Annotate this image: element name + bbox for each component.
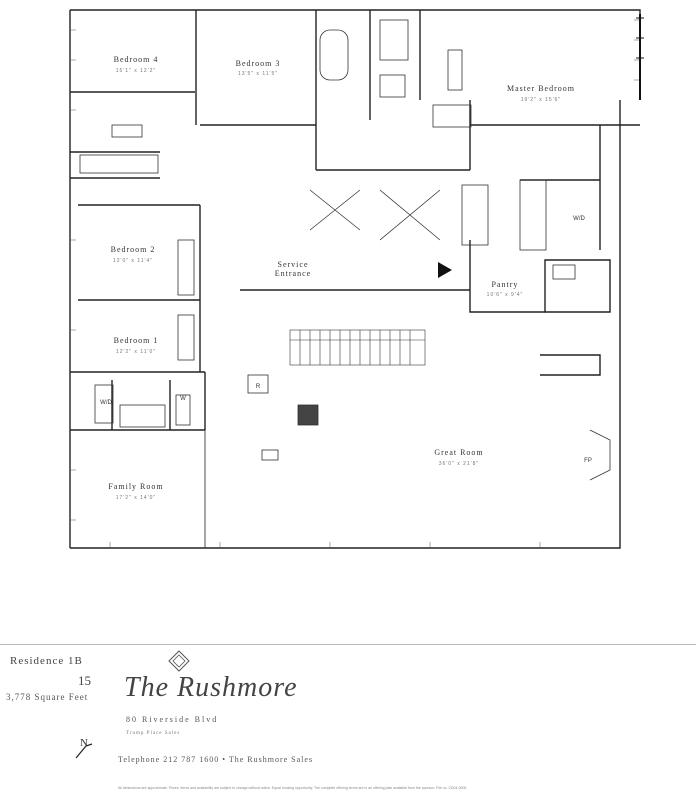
pantry-dims: 10'6" x 9'4": [487, 292, 524, 298]
brand-logo-icon: [168, 650, 190, 672]
great-room-dims: 36'0" x 21'8": [439, 461, 479, 467]
fireplace-label: FP: [584, 458, 592, 464]
footer-divider: [0, 644, 696, 645]
wd2-label: W/D: [100, 400, 112, 406]
telephone-line: Telephone 212 787 1600 • The Rushmore Sa…: [118, 755, 314, 764]
bedroom2-dims: 12'0" x 11'4": [113, 258, 153, 264]
north-label: N: [80, 737, 88, 749]
brand-name: The Rushmore: [124, 672, 298, 703]
service-label-2: Entrance: [275, 269, 311, 278]
north-arrow-icon: [75, 743, 93, 759]
great-room-label: Great Room: [434, 448, 483, 457]
entrance-marker: [438, 262, 452, 278]
master-label: Master Bedroom: [507, 84, 575, 93]
square-feet: 3,778 Square Feet: [6, 692, 89, 702]
service-label-1: Service: [278, 260, 309, 269]
scale-bar: [636, 14, 644, 100]
bedroom1-label: Bedroom 1: [114, 336, 159, 345]
unit-label: Residence 1B: [10, 655, 83, 667]
master-dims: 19'2" x 15'6": [521, 97, 561, 103]
refrigerator-label: R: [256, 384, 261, 390]
brand-address: 80 Riverside Blvd: [126, 715, 219, 724]
family-room-dims: 17'2" x 14'0": [116, 495, 156, 501]
bedroom4-label: Bedroom 4: [114, 55, 159, 64]
bedroom4-dims: 15'1" x 12'2": [116, 68, 156, 74]
family-room-label: Family Room: [108, 482, 163, 491]
legal-disclaimer: All dimensions are approximate. Prices, …: [118, 786, 468, 790]
brand-subline: Trump Place Sales: [126, 731, 181, 736]
bedroom2-label: Bedroom 2: [111, 245, 156, 254]
bedroom1-dims: 12'2" x 11'0": [116, 349, 156, 355]
wd-side-label: W: [180, 396, 186, 402]
bedroom3-label: Bedroom 3: [236, 59, 281, 68]
pantry-label: Pantry: [492, 280, 519, 289]
unit-floor: 15: [78, 673, 91, 688]
bedroom3-dims: 13'5" x 11'5": [238, 71, 278, 77]
wd-label: W/D: [573, 216, 585, 222]
